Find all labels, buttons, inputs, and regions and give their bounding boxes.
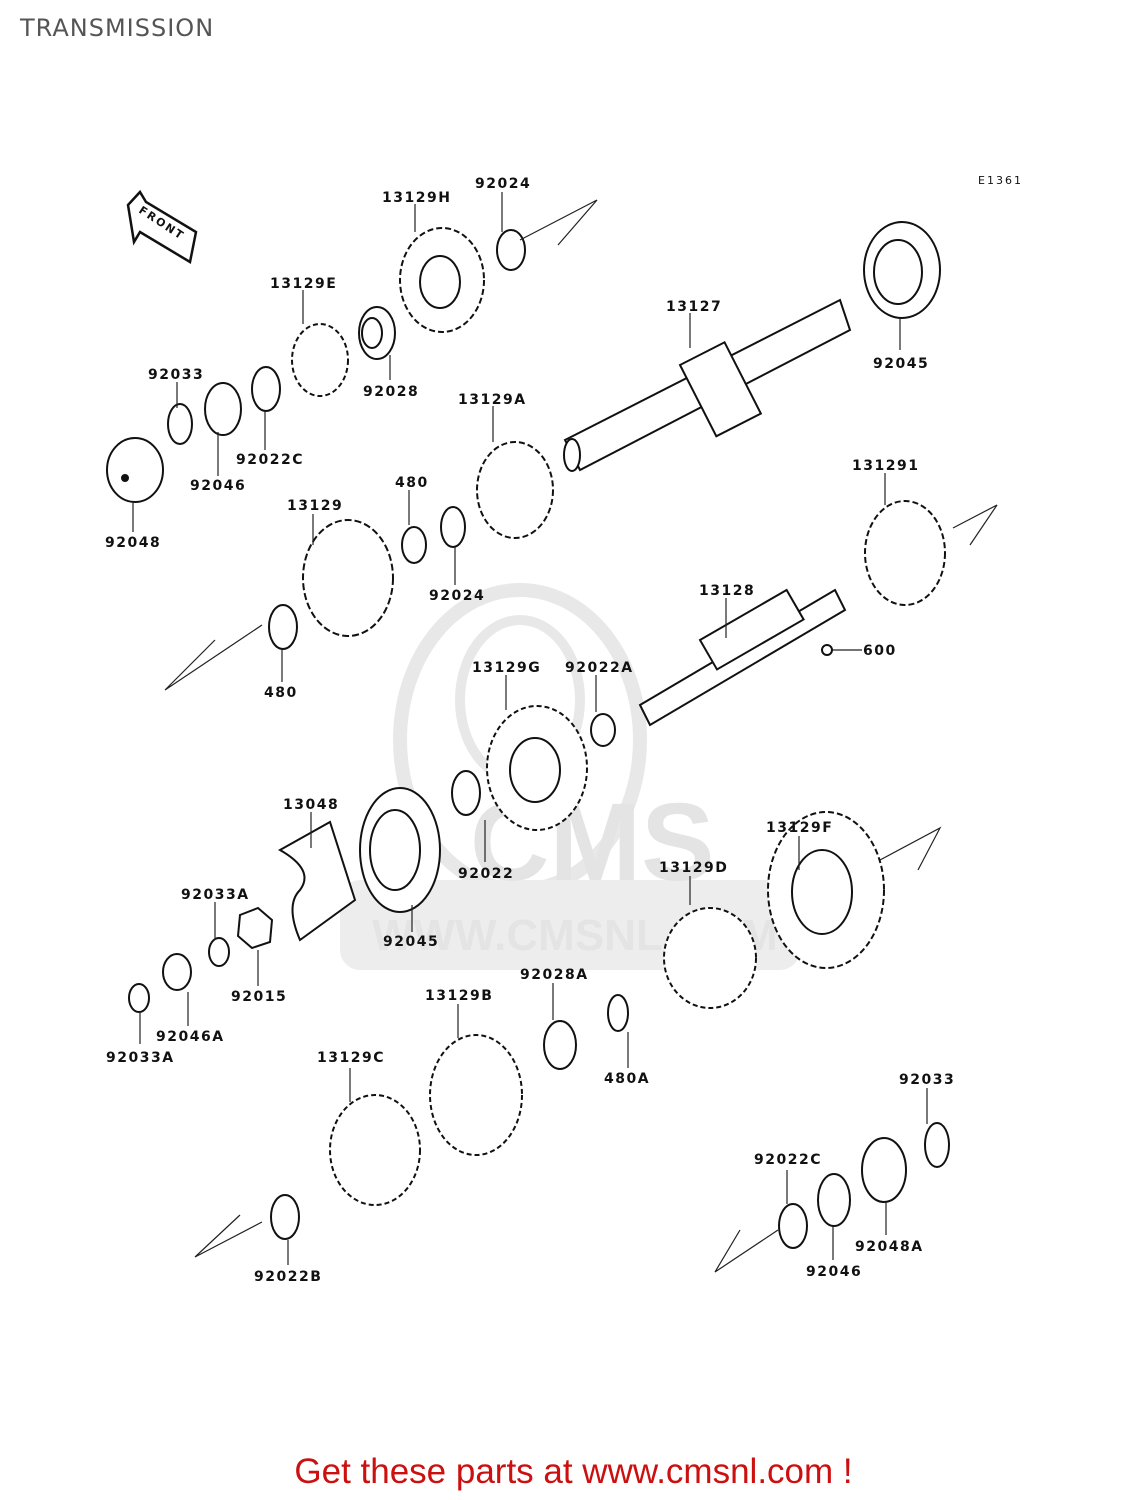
gear-13129C (329, 1094, 421, 1206)
gear-13129A (476, 441, 554, 539)
bearing-92045-top (863, 221, 941, 319)
label-92028A: 92028A (520, 967, 589, 983)
label-92045-top: 92045 (873, 356, 929, 372)
circlip-92033-bottom (924, 1122, 950, 1168)
label-13129F: 13129F (766, 820, 833, 836)
label-13129A: 13129A (458, 392, 527, 408)
circlip-480-left (268, 604, 298, 650)
label-92022A: 92022A (565, 660, 634, 676)
bushing-92028A (543, 1020, 577, 1070)
axis-lines (164, 199, 998, 1273)
gear-13129E (291, 323, 349, 397)
label-13129H: 13129H (382, 190, 451, 206)
label-92046-top: 92046 (190, 478, 246, 494)
label-13128: 13128 (699, 583, 755, 599)
label-92033A-left: 92033A (106, 1050, 175, 1066)
front-direction-arrow: FRONT (126, 189, 198, 264)
label-13129E: 13129E (270, 276, 337, 292)
label-92033-bottom: 92033 (899, 1072, 955, 1088)
label-13129D: 13129D (659, 860, 728, 876)
label-92028: 92028 (363, 384, 419, 400)
label-13048: 13048 (283, 797, 339, 813)
gear-13129F (767, 811, 885, 969)
label-13129B: 13129B (425, 988, 493, 1004)
label-92048A: 92048A (855, 1239, 924, 1255)
sprocket-13048 (277, 820, 357, 942)
leader-lines (132, 192, 928, 1265)
collar-92048 (106, 437, 164, 503)
circlip-92033A-mid (208, 937, 230, 967)
gear-13129G (486, 705, 588, 831)
label-13129: 13129 (287, 498, 343, 514)
label-92022: 92022 (458, 866, 514, 882)
ball-600 (821, 644, 833, 656)
circlip-92033-top (167, 403, 193, 445)
diagram-code: E1361 (978, 174, 1023, 187)
needle-bearing-92046A (162, 953, 192, 991)
washer-92022 (451, 770, 481, 816)
label-480A: 480A (604, 1071, 650, 1087)
label-92024-mid: 92024 (429, 588, 485, 604)
circlip-480A (607, 994, 629, 1032)
gear-13129 (302, 519, 394, 637)
label-92022B: 92022B (254, 1269, 322, 1285)
label-13129G: 13129G (472, 660, 541, 676)
needle-bearing-92046-bottom (817, 1173, 851, 1227)
label-92048: 92048 (105, 535, 161, 551)
needle-bearing-92046-top (204, 382, 242, 436)
main-shaft-13127 (563, 298, 852, 472)
gear-13129H (399, 227, 485, 333)
bushing-92028 (358, 306, 396, 360)
label-92045-mid: 92045 (383, 934, 439, 950)
label-92046A: 92046A (156, 1029, 225, 1045)
drive-shaft-13128 (638, 588, 847, 727)
washer-92022A (590, 713, 616, 747)
label-92024-top: 92024 (475, 176, 531, 192)
washer-92022C-bottom (778, 1203, 808, 1249)
page-title: TRANSMISSION (20, 14, 215, 42)
gear-13129B (429, 1034, 523, 1156)
label-92033-top: 92033 (148, 367, 204, 383)
label-480-left: 480 (264, 685, 298, 701)
circlip-92024-top (496, 229, 526, 271)
nut-92015 (236, 906, 274, 950)
part-labels: 13129H 92024 13129E 13127 92045 92033 92… (105, 176, 955, 1285)
label-131291: 131291 (852, 458, 919, 474)
footer-parts-link[interactable]: Get these parts at www.cmsnl.com ! (294, 1452, 853, 1491)
label-13129C: 13129C (317, 1050, 385, 1066)
circlip-92033A-left (128, 983, 150, 1013)
label-92046-bottom: 92046 (806, 1264, 862, 1280)
collar-92048A (861, 1137, 907, 1203)
bearing-92045-mid (359, 787, 441, 913)
washer-92024-mid (440, 506, 466, 548)
washer-92022C-top (251, 366, 281, 412)
gear-131291 (864, 500, 946, 606)
label-92033A-mid: 92033A (181, 887, 250, 903)
label-92022C-top: 92022C (236, 452, 304, 468)
label-600: 600 (863, 643, 897, 659)
circlip-480-top (401, 526, 427, 564)
label-92022C-bottom: 92022C (754, 1152, 822, 1168)
label-480-top: 480 (395, 475, 429, 491)
washer-92022B (270, 1194, 300, 1240)
label-92015: 92015 (231, 989, 287, 1005)
gear-13129D (663, 907, 757, 1009)
label-13127: 13127 (666, 299, 722, 315)
